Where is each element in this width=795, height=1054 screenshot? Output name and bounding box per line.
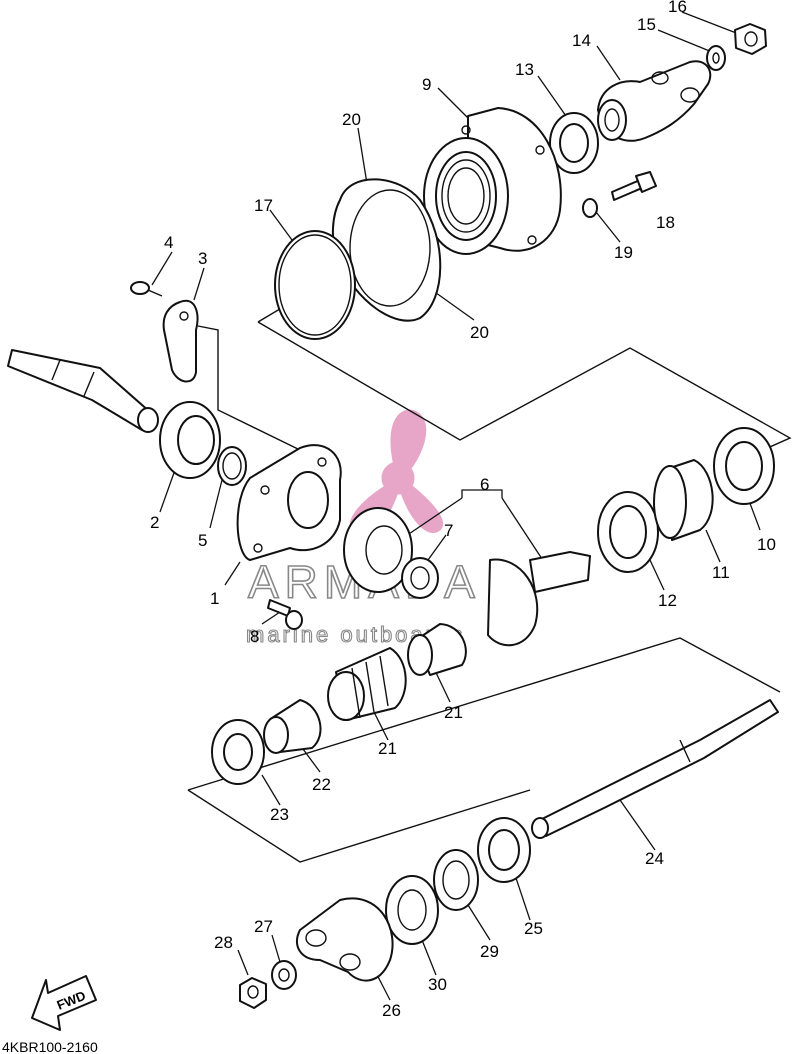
part-bearing-12 (597, 491, 659, 573)
callout-13: 13 (515, 60, 534, 79)
callout-18: 18 (656, 213, 675, 232)
part-screw-4 (130, 281, 163, 297)
callout-31: 30 (428, 975, 447, 994)
part-bearing-24 (211, 719, 265, 785)
callout-11: 11 (712, 563, 730, 582)
callout-17: 17 (254, 196, 273, 215)
callout-22: 21 (444, 703, 463, 722)
callout-20-lower: 20 (470, 323, 489, 342)
part-washer-28 (271, 960, 297, 990)
callout-10: 10 (757, 535, 776, 554)
callout-1: 1 (210, 589, 219, 608)
callout-26: 25 (524, 919, 543, 938)
part-drive-shaft (7, 349, 159, 433)
part-bearing-2 (159, 401, 221, 479)
diagram-code: 4KBR100-2160 (2, 1039, 98, 1054)
callout-9: 9 (422, 75, 431, 94)
part-bearing-26 (477, 817, 531, 883)
forward-direction-marker: FWD (31, 975, 97, 1031)
callout-29: 28 (214, 933, 233, 952)
callout-30: 29 (480, 942, 499, 961)
part-shim-5 (217, 446, 247, 486)
part-collar-22 (407, 623, 467, 676)
part-gear-set-6 (343, 507, 591, 647)
callout-27: 26 (382, 1001, 401, 1020)
callout-2: 2 (150, 513, 159, 532)
part-washer-19 (582, 198, 598, 218)
part-bolt-8 (267, 599, 303, 630)
part-spring-21 (327, 647, 407, 721)
part-nut-16 (734, 23, 767, 55)
callout-3: 3 (198, 249, 207, 268)
part-gear-housing-1 (236, 444, 342, 561)
part-nut-29 (239, 977, 267, 1009)
callout-4: 4 (164, 233, 173, 252)
callout-20-upper: 20 (342, 110, 361, 129)
part-o-ring-17 (274, 230, 356, 340)
part-yoke-27 (295, 897, 394, 982)
part-seal-13 (549, 112, 599, 174)
part-bearing-housing-9 (423, 107, 562, 255)
part-bolt-18 (611, 171, 657, 201)
part-bearing-10 (713, 427, 775, 505)
part-washer-15 (706, 45, 726, 71)
callout-19: 19 (614, 243, 633, 262)
lower-assembly-outline (187, 637, 781, 863)
part-propeller-shaft-25 (531, 699, 779, 839)
callout-14: 14 (572, 31, 591, 50)
callout-8: 8 (250, 627, 259, 646)
part-ring-nut-30 (433, 849, 479, 911)
callout-labels: 16 15 14 13 9 20 17 18 19 20 4 3 6 7 2 5… (150, 0, 776, 1020)
callout-25: 24 (645, 849, 664, 868)
part-nut-7 (401, 557, 439, 599)
callout-21: 21 (378, 739, 397, 758)
part-yoke-14 (597, 60, 712, 142)
callout-28: 27 (254, 917, 273, 936)
callout-12: 12 (658, 591, 677, 610)
part-sleeve-11 (653, 459, 714, 541)
callout-23: 22 (312, 775, 331, 794)
part-plate-3 (162, 299, 199, 383)
callout-5: 5 (198, 531, 207, 550)
leader-lines (151, 11, 761, 1001)
part-washer-31 (385, 875, 439, 945)
callout-24: 23 (270, 805, 289, 824)
housing-outline (197, 325, 301, 451)
callout-16: 16 (668, 0, 687, 16)
callout-6: 6 (480, 475, 489, 494)
callout-7: 7 (444, 521, 453, 540)
callout-15: 15 (637, 15, 656, 34)
part-bushing-23 (263, 699, 322, 754)
